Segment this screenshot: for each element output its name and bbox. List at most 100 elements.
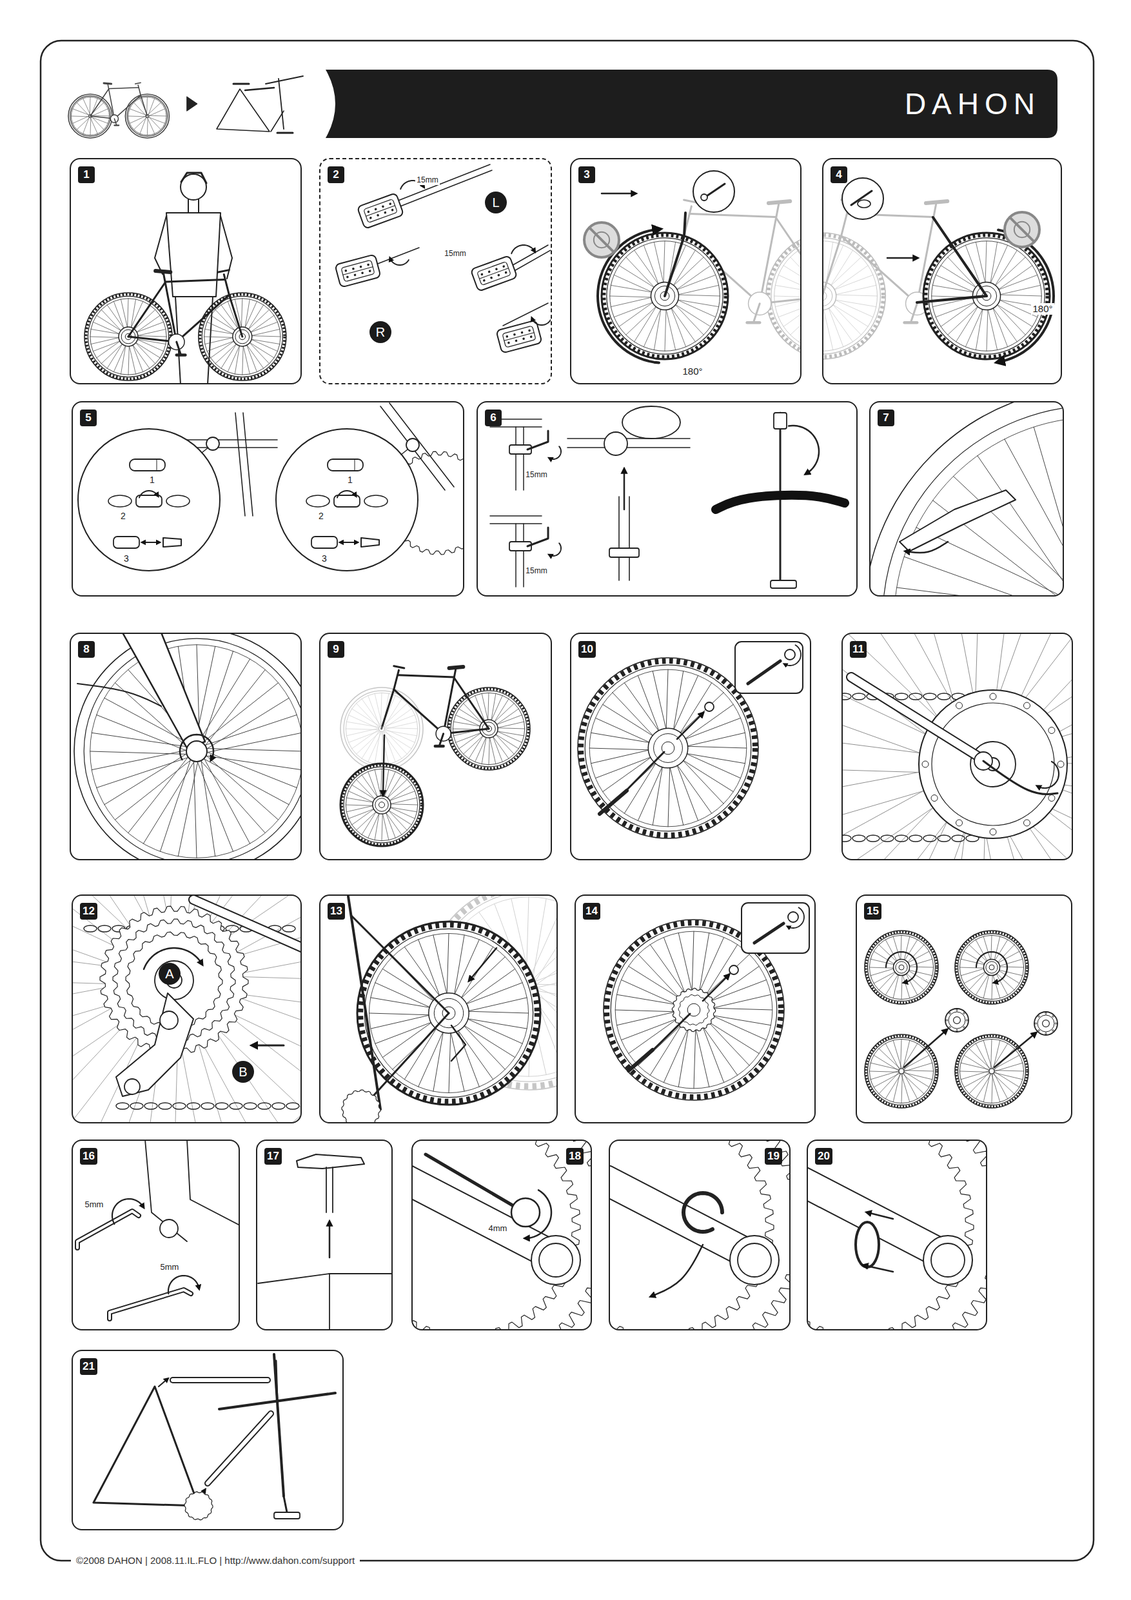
step-number: 18 <box>566 1147 584 1165</box>
spoke <box>199 759 266 834</box>
circle-stroke <box>1045 1012 1048 1015</box>
ellipse-stroke <box>306 495 330 507</box>
spoke <box>774 295 801 298</box>
gear <box>341 1089 381 1122</box>
step-panel: 5 <box>71 401 465 597</box>
panel-illustration <box>78 403 463 571</box>
circle-stroke <box>864 1034 939 1108</box>
circle-stroke <box>1048 795 1055 802</box>
circle-stroke <box>1023 819 1031 827</box>
panel-illustration <box>84 172 287 384</box>
line-stroke <box>172 1376 268 1384</box>
line-stroke <box>998 230 1054 363</box>
line-stroke <box>393 666 405 669</box>
wheel <box>870 402 1063 596</box>
circle-stroke <box>959 934 1024 999</box>
line-stroke <box>179 734 214 760</box>
rect-stroke <box>609 548 640 558</box>
circle-stroke <box>693 170 735 213</box>
circle-stroke <box>388 202 393 206</box>
step-number: 2 <box>327 166 345 184</box>
spoke <box>383 730 396 762</box>
circle-stroke <box>945 1008 969 1032</box>
line-stroke <box>145 1140 187 1242</box>
wheel <box>340 763 423 846</box>
spoke <box>991 1073 993 1104</box>
rect-stroke <box>129 459 166 471</box>
rect-stroke <box>470 255 518 292</box>
spoke <box>83 98 91 115</box>
line-stroke <box>122 633 206 748</box>
line-stroke <box>916 295 987 303</box>
line-stroke <box>396 164 491 202</box>
spoke <box>381 731 384 765</box>
circle-stroke <box>539 1243 573 1277</box>
circle-stroke <box>90 644 301 859</box>
line-stroke <box>522 426 525 491</box>
line-stroke <box>114 124 119 126</box>
circle-stroke <box>956 931 1028 1003</box>
line-stroke <box>768 201 790 204</box>
page-border <box>40 40 1094 1561</box>
circle-stroke <box>1037 1014 1055 1032</box>
spoke <box>348 730 380 743</box>
line-stroke <box>220 216 233 279</box>
line-stroke <box>443 668 456 734</box>
dimension-label: 180° <box>680 365 704 377</box>
line-stroke <box>128 281 166 337</box>
spoke <box>72 108 90 116</box>
circle-stroke <box>83 638 301 859</box>
rect-stroke <box>334 254 381 287</box>
circle-stroke <box>963 1026 966 1029</box>
circle-stroke <box>842 633 1072 859</box>
bicycle <box>84 270 287 381</box>
step-panel: 13 <box>319 894 558 1124</box>
pedal <box>495 319 542 353</box>
line-stroke <box>925 201 948 204</box>
ellipse-stroke <box>894 835 908 842</box>
line-stroke <box>1037 761 1059 788</box>
line-stroke <box>651 1244 703 1297</box>
circle-stroke <box>729 965 739 975</box>
spoke <box>201 758 216 857</box>
rect-stroke <box>327 459 364 471</box>
spoke <box>904 1070 934 1072</box>
ellipse-stroke <box>923 693 937 700</box>
line-stroke <box>176 294 230 342</box>
line-stroke <box>235 412 246 516</box>
circle-stroke <box>74 633 301 859</box>
spoke <box>991 1038 992 1069</box>
line-stroke <box>283 1495 287 1513</box>
line-stroke <box>351 915 449 1013</box>
gear <box>609 1140 774 1329</box>
circle-stroke <box>774 241 801 352</box>
step-panel: 18 <box>411 1139 592 1331</box>
spoke <box>76 117 90 130</box>
line-stroke <box>156 459 158 471</box>
wheel <box>823 232 886 360</box>
ellipse-stroke <box>98 925 111 932</box>
spoke <box>197 658 250 743</box>
line-stroke <box>383 735 385 795</box>
ellipse-stroke <box>166 495 190 507</box>
spoke <box>383 715 415 727</box>
circle-stroke <box>361 271 364 275</box>
line-stroke <box>77 1210 139 1248</box>
circle-stroke <box>580 660 756 836</box>
circle-stroke <box>766 232 801 360</box>
step-number: 20 <box>815 1147 833 1165</box>
ellipse-stroke <box>130 1102 144 1110</box>
spoke <box>885 1043 900 1070</box>
callout-letter: A <box>158 962 181 985</box>
line-stroke <box>628 496 630 581</box>
line-stroke <box>451 1025 466 1061</box>
spoke <box>535 936 557 986</box>
circle-stroke <box>199 294 285 379</box>
circle-stroke <box>72 895 301 1122</box>
bicycle <box>601 199 801 360</box>
panel-illustration <box>864 930 1058 1108</box>
line-stroke <box>589 227 614 253</box>
circle-stroke <box>729 1235 779 1285</box>
circle-stroke <box>1038 1015 1041 1018</box>
spoke <box>992 1043 1008 1069</box>
